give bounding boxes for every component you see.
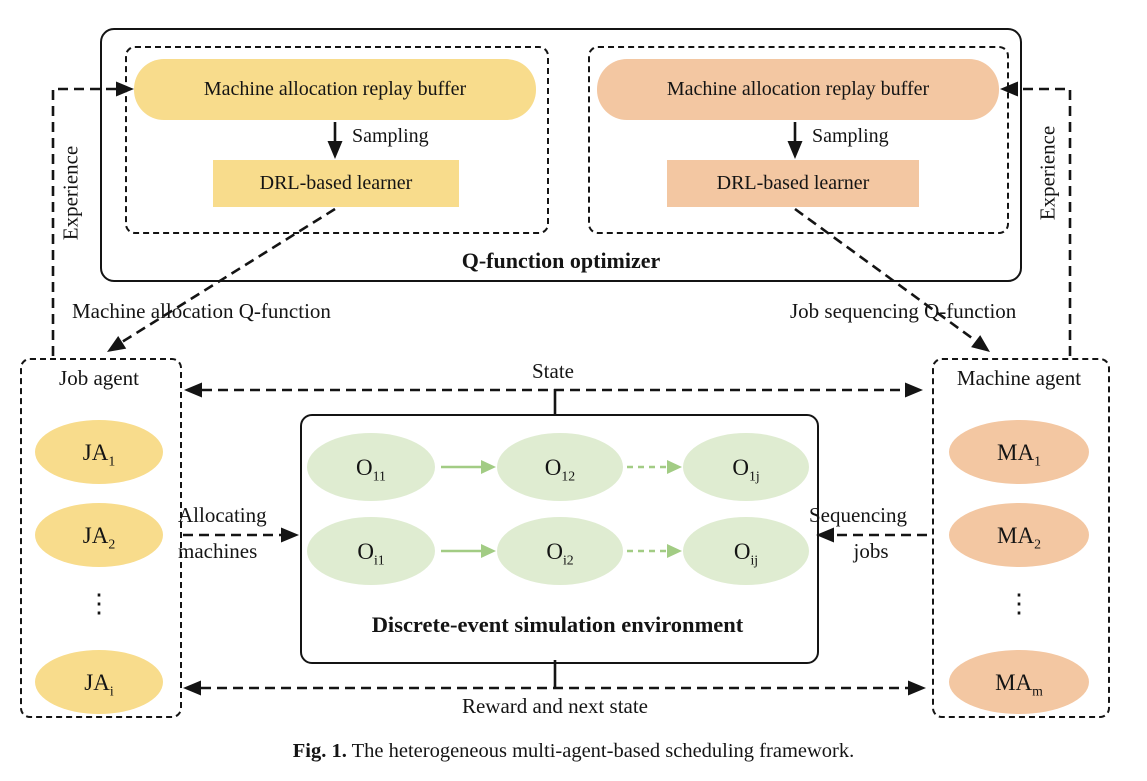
machine-agent-title: Machine agent: [956, 366, 1082, 390]
reward-next-state-label: Reward and next state: [461, 694, 649, 718]
job-agent-node-1: JA1: [35, 420, 163, 484]
allocating-machines-arrowhead: [281, 527, 299, 543]
operation-node-O12: O12: [497, 433, 623, 501]
operation-node-Oi2: Oi2: [497, 517, 623, 585]
machine-agent-node-1: MA1: [949, 420, 1089, 484]
job-agent-title: Job agent: [59, 366, 139, 390]
machine-agent-node-m: MAm: [949, 650, 1089, 714]
operation-node-Oi1: Oi1: [307, 517, 435, 585]
reward-left-arrowhead: [183, 680, 201, 696]
state-label: State: [532, 359, 574, 383]
allocating-machines-label-line2: machines: [178, 539, 258, 563]
job-sequencing-q-label: Job sequencing Q-function: [790, 299, 1017, 323]
figure-caption-number: Fig. 1.: [292, 740, 347, 762]
left-drl-learner: DRL-based learner: [213, 160, 459, 207]
operation-node-O11: O11: [307, 433, 435, 501]
operation-node-O1j: O1j: [683, 433, 809, 501]
reward-right-arrowhead: [908, 680, 926, 696]
left-replay-buffer: Machine allocation replay buffer: [134, 59, 536, 120]
machine-allocation-q-label: Machine allocation Q-function: [72, 299, 331, 323]
allocating-machines-label-line1: Allocating: [178, 503, 267, 527]
state-right-arrowhead: [905, 382, 923, 398]
experience-right-label: Experience: [1035, 125, 1060, 221]
job-sequencing-q-arrowhead: [971, 335, 990, 352]
sequencing-jobs-label-line1: Sequencing: [809, 503, 907, 527]
job-agent-node-i: JAi: [35, 650, 163, 714]
machine-allocation-q-arrowhead: [107, 336, 127, 352]
experience-left-label: Experience: [58, 145, 83, 241]
machine-agent-node-2: MA2: [949, 503, 1089, 567]
figure-caption-text: The heterogeneous multi-agent-based sche…: [346, 740, 855, 762]
operation-node-Oij: Oij: [683, 517, 809, 585]
job-agent-ellipsis-dots: ⋮: [86, 589, 112, 618]
q-function-optimizer-title: Q-function optimizer: [461, 248, 661, 273]
state-left-arrowhead: [184, 382, 202, 398]
sequencing-jobs-label-line2: jobs: [853, 539, 889, 563]
machine-agent-ellipsis-dots: ⋮: [1006, 589, 1032, 618]
job-agent-node-2: JA2: [35, 503, 163, 567]
figure-caption: Fig. 1. The heterogeneous multi-agent-ba…: [0, 740, 1147, 763]
right-drl-learner: DRL-based learner: [667, 160, 919, 207]
left-sampling-label: Sampling: [352, 125, 429, 147]
simulation-environment-title: Discrete-event simulation environment: [371, 612, 744, 637]
right-replay-buffer: Machine allocation replay buffer: [597, 59, 999, 120]
machine-agent-box: [932, 358, 1110, 718]
left-pipeline-dashed-box: [125, 46, 549, 234]
job-agent-box: [20, 358, 182, 718]
right-sampling-label: Sampling: [812, 125, 889, 147]
